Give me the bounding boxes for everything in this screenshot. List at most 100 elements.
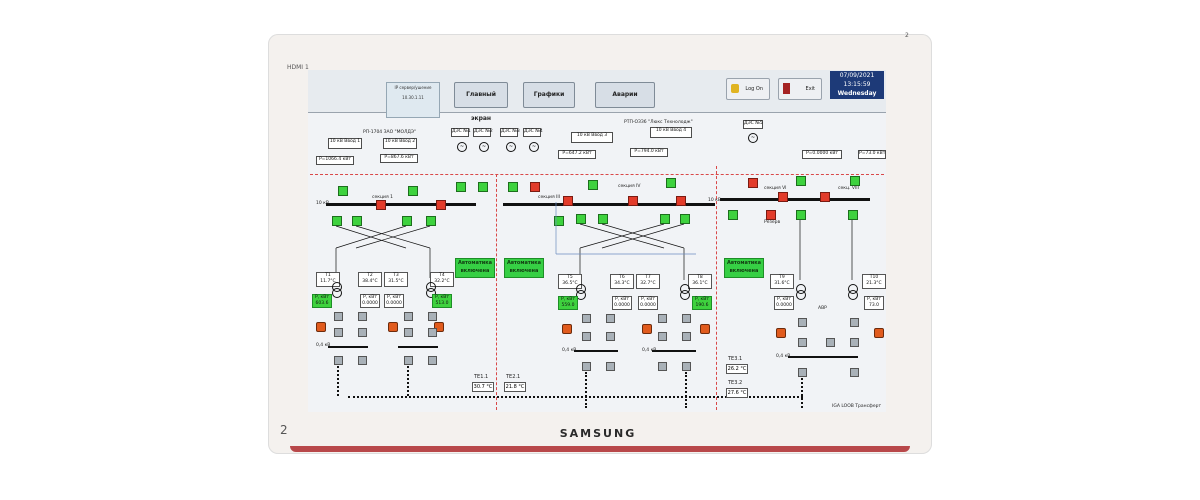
breaker-qs9[interactable] bbox=[798, 338, 807, 347]
breaker-qs8[interactable] bbox=[682, 332, 691, 341]
switch-l6[interactable] bbox=[576, 214, 586, 224]
breaker-qs-out1[interactable] bbox=[334, 356, 343, 365]
switch-sv7[interactable] bbox=[778, 192, 788, 202]
switch-sv8[interactable] bbox=[820, 192, 830, 202]
breaker-gf7[interactable] bbox=[658, 314, 667, 323]
switch-gf2[interactable] bbox=[478, 182, 488, 192]
switch-q7[interactable] bbox=[796, 210, 806, 220]
wall-right bbox=[932, 0, 1200, 500]
switch-q5[interactable] bbox=[796, 176, 806, 186]
switch-sv6[interactable] bbox=[676, 196, 686, 206]
vvod3-kv: 10 кВ bbox=[576, 133, 590, 138]
server-info: IP сервер/ушение 10.30.1.11 bbox=[386, 82, 440, 118]
breaker-qs-out2[interactable] bbox=[358, 356, 367, 365]
breaker-qs-out7[interactable] bbox=[658, 362, 667, 371]
switch-l4[interactable] bbox=[426, 216, 436, 226]
breaker-qs5[interactable] bbox=[582, 332, 591, 341]
switch-gf5[interactable] bbox=[748, 178, 758, 188]
busbar-rtp bbox=[503, 203, 715, 206]
switch-q3[interactable] bbox=[588, 180, 598, 190]
feeder-1 bbox=[337, 366, 339, 396]
switch-sv2[interactable] bbox=[436, 200, 446, 210]
te1-label: ТЕ1.1 bbox=[474, 374, 489, 380]
nav-alarms[interactable]: Аварии bbox=[595, 82, 655, 108]
breaker-qs-out10[interactable] bbox=[850, 368, 859, 377]
exit-button[interactable]: Exit bbox=[778, 78, 822, 100]
breaker-qs10[interactable] bbox=[850, 338, 859, 347]
nav-graphs[interactable]: Графики bbox=[523, 82, 575, 108]
switch-sv1[interactable] bbox=[376, 200, 386, 210]
te32-label: ТЕ3.2 bbox=[728, 380, 743, 386]
switch-q6[interactable] bbox=[850, 176, 860, 186]
switch-l3[interactable] bbox=[402, 216, 412, 226]
breaker-qs6[interactable] bbox=[606, 332, 615, 341]
switch-l1[interactable] bbox=[332, 216, 342, 226]
breaker-gf4[interactable] bbox=[428, 312, 437, 321]
breaker-gf9[interactable] bbox=[798, 318, 807, 327]
breaker-qs-out4[interactable] bbox=[428, 356, 437, 365]
dgs3-label: ДЭС №3 bbox=[500, 128, 520, 137]
breaker-gf1[interactable] bbox=[334, 312, 343, 321]
switch-q2[interactable] bbox=[408, 186, 418, 196]
breaker-qs-out8[interactable] bbox=[682, 362, 691, 371]
switch-gf3[interactable] bbox=[508, 182, 518, 192]
breaker-qs-out3[interactable] bbox=[404, 356, 413, 365]
log-on-button[interactable]: Log On bbox=[726, 78, 770, 100]
hdmi-label: HDMI 1 bbox=[287, 64, 309, 71]
breaker-qs-out6[interactable] bbox=[606, 362, 615, 371]
switch-sv4[interactable] bbox=[563, 196, 573, 206]
te2-label: ТЕ2.1 bbox=[506, 374, 521, 380]
generator-1-icon: ~ bbox=[457, 142, 467, 152]
switch-l5[interactable] bbox=[554, 216, 564, 226]
breaker-qs7[interactable] bbox=[658, 332, 667, 341]
local-switch-8-icon bbox=[874, 328, 884, 338]
breaker-gf2[interactable] bbox=[358, 312, 367, 321]
kv04-label-1: 0,4 кВ bbox=[316, 343, 331, 348]
te31-value: 26.2 °C bbox=[726, 364, 748, 374]
switch-gf4[interactable] bbox=[530, 182, 540, 192]
bezel-stripe bbox=[290, 446, 910, 452]
dashed-divider-1 bbox=[496, 174, 497, 410]
breaker-sv-avr[interactable] bbox=[826, 338, 835, 347]
breaker-gf10[interactable] bbox=[850, 318, 859, 327]
nav-main-screen[interactable]: Главный экран bbox=[454, 82, 508, 122]
busbar-04-2 bbox=[398, 346, 438, 348]
feeder-5 bbox=[801, 378, 803, 408]
local-switch-3-icon bbox=[434, 322, 444, 332]
breaker-qs-out9[interactable] bbox=[798, 368, 807, 377]
switch-gf1[interactable] bbox=[456, 182, 466, 192]
switch-sv9[interactable] bbox=[728, 210, 738, 220]
switch-l7[interactable] bbox=[598, 214, 608, 224]
vvod3-box: 10 кВ Ввод 3 bbox=[571, 132, 613, 143]
breaker-gf6[interactable] bbox=[606, 314, 615, 323]
breaker-qs4[interactable] bbox=[428, 328, 437, 337]
transformer-3-icon bbox=[576, 284, 586, 300]
switch-q1[interactable] bbox=[338, 186, 348, 196]
switch-q4[interactable] bbox=[666, 178, 676, 188]
switch-sv5[interactable] bbox=[628, 196, 638, 206]
vvod4-label: Ввод 4 bbox=[670, 128, 687, 133]
switch-l9[interactable] bbox=[680, 214, 690, 224]
breaker-qs1[interactable] bbox=[334, 328, 343, 337]
switch-reserve[interactable] bbox=[766, 210, 776, 220]
breaker-gf3[interactable] bbox=[404, 312, 413, 321]
breaker-qs2[interactable] bbox=[358, 328, 367, 337]
vvod1-label: Ввод 1 bbox=[344, 139, 361, 144]
power-1: P=1066.4 кВт bbox=[316, 156, 354, 165]
breaker-qs3[interactable] bbox=[404, 328, 413, 337]
breaker-gf5[interactable] bbox=[582, 314, 591, 323]
switch-q8[interactable] bbox=[848, 210, 858, 220]
section1-label: секция 1 bbox=[372, 195, 393, 200]
power-4: P=794.0 кВт bbox=[630, 148, 668, 157]
breaker-gf8[interactable] bbox=[682, 314, 691, 323]
switch-l8[interactable] bbox=[660, 214, 670, 224]
dgs2-label: ДЭС №2 bbox=[473, 128, 493, 137]
breaker-qs-out5[interactable] bbox=[582, 362, 591, 371]
switch-l2[interactable] bbox=[352, 216, 362, 226]
